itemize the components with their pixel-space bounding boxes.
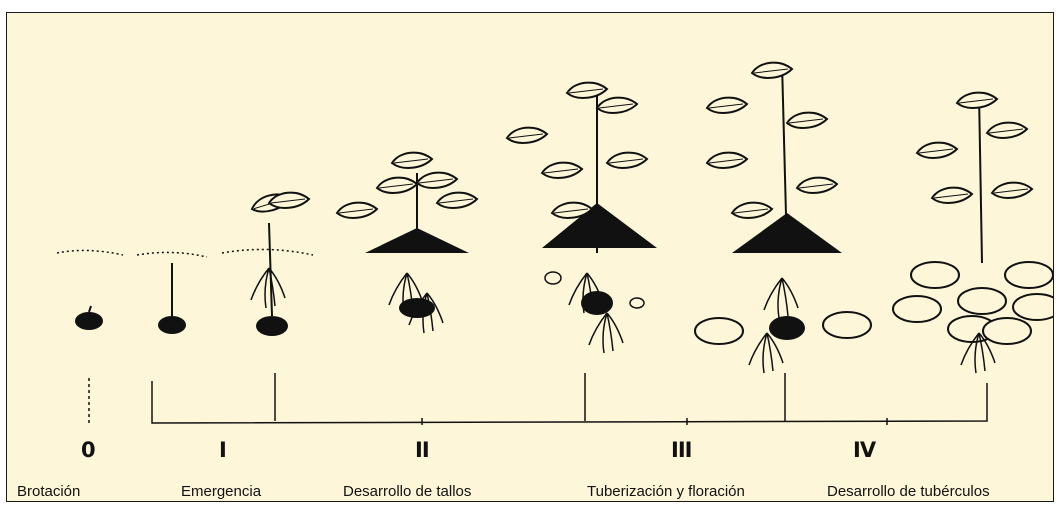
stage-0-label: Brotación bbox=[17, 483, 80, 500]
stage-0-plant bbox=[75, 306, 103, 423]
potato-growth-stages-diagram: 0 I II III IV Brotación Emergencia Desar… bbox=[6, 12, 1054, 502]
stage-2-plant bbox=[337, 153, 477, 333]
stage-4-plant bbox=[893, 93, 1053, 373]
stage-0-numeral: 0 bbox=[81, 438, 95, 462]
soil-line bbox=[57, 249, 313, 257]
stage-3-label: Tuberización y floración bbox=[587, 483, 745, 500]
stage-4-numeral: IV bbox=[853, 438, 875, 462]
stage-3-plant bbox=[507, 83, 657, 353]
stage-1-numeral: I bbox=[219, 438, 226, 462]
stage-3-flowering-plant bbox=[695, 63, 871, 373]
stage-1-plant bbox=[158, 192, 309, 336]
stage-3-numeral: III bbox=[671, 438, 691, 462]
stage-2-numeral: II bbox=[415, 438, 429, 462]
stage-1-label: Emergencia bbox=[181, 483, 261, 500]
plants-illustration bbox=[7, 13, 1053, 501]
stage-4-label: Desarrollo de tubérculos bbox=[827, 483, 990, 500]
timeline bbox=[152, 373, 987, 425]
stage-2-label: Desarrollo de tallos bbox=[343, 483, 471, 500]
